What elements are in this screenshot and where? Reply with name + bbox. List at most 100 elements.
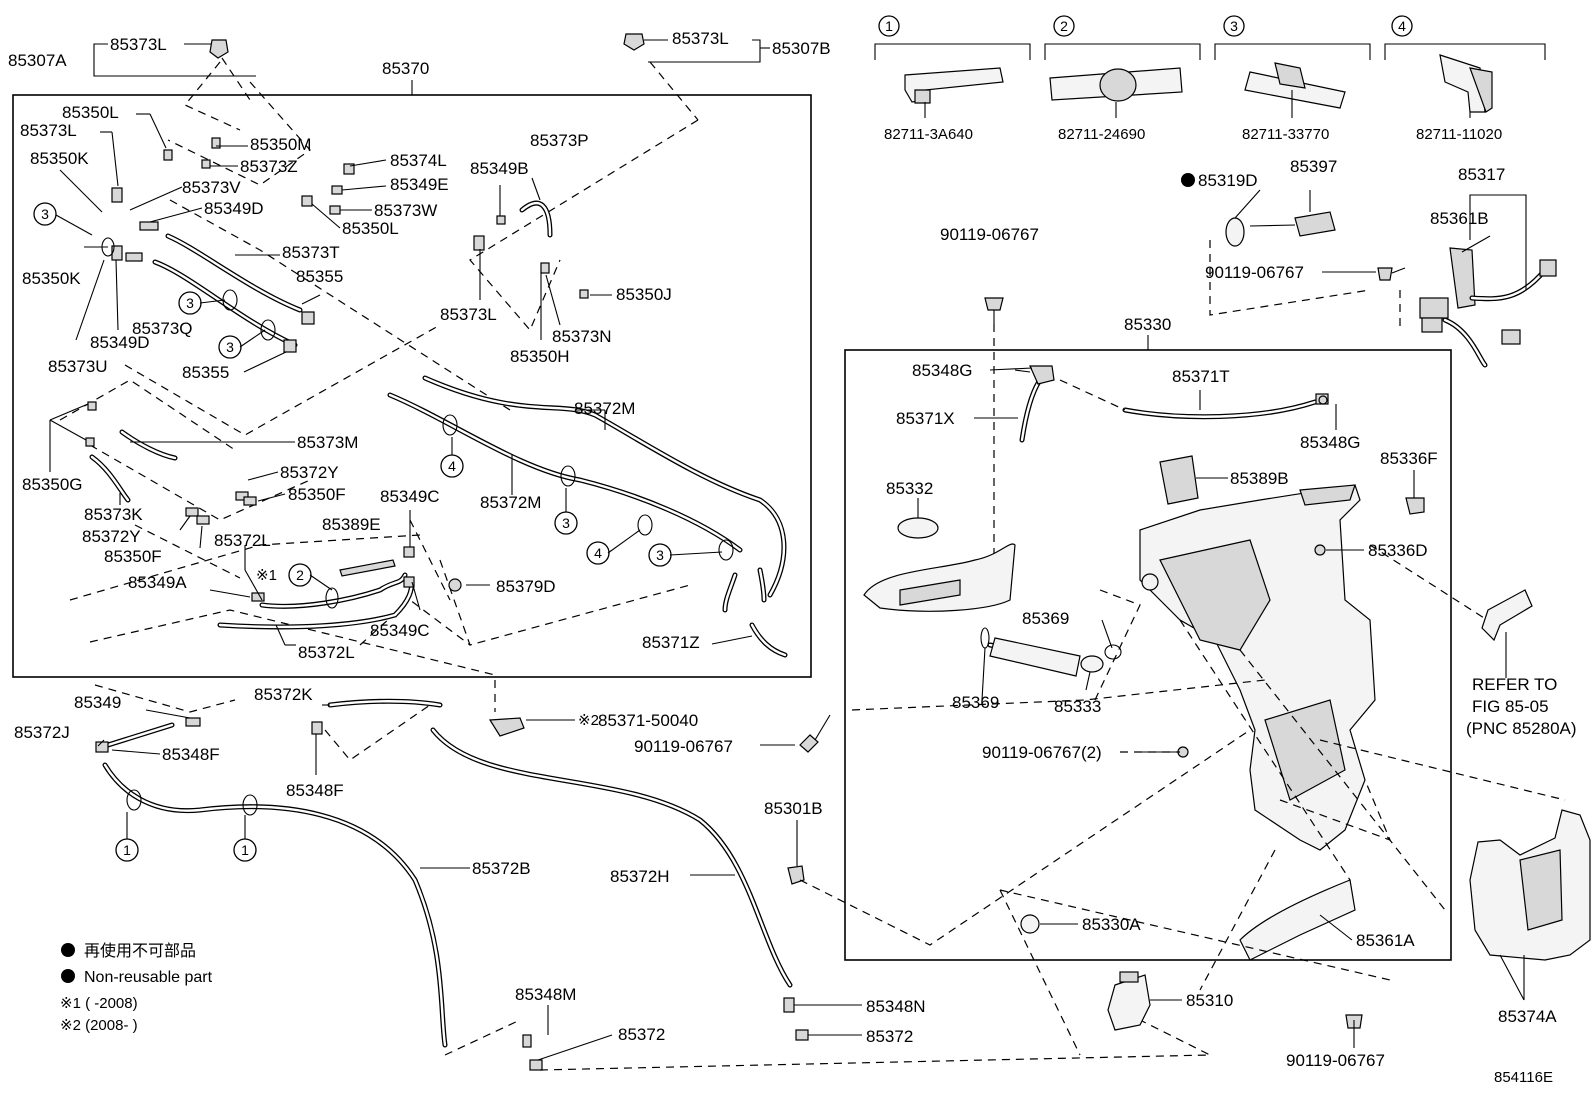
label-85350K-b: 85350K: [22, 269, 81, 288]
label-85348N: 85348N: [866, 997, 926, 1016]
nozzle-left-group: [93, 39, 256, 101]
svg-text:2: 2: [296, 567, 304, 583]
label-85332: 85332: [886, 479, 933, 498]
label-90119-c: 90119-06767: [1205, 263, 1304, 282]
leader-lines: [49, 113, 1525, 1061]
label-85371Z: 85371Z: [642, 633, 700, 652]
label-85369-a: 85369: [1022, 609, 1069, 628]
callout-circles-lower: 1 1: [115, 812, 257, 862]
clamp-rings-upper: [101, 237, 734, 609]
label-85355-a: 85355: [296, 267, 343, 286]
svg-text:4: 4: [594, 545, 602, 561]
callout-circles-upper: 3 3 3 4 3 4 3 2: [33, 202, 672, 587]
label-85389E: 85389E: [322, 515, 381, 534]
label-85373M: 85373M: [297, 433, 358, 452]
nozzle-right-group: [623, 33, 770, 121]
nozzle-85373L-right: [623, 33, 645, 51]
svg-text:4: 4: [448, 458, 456, 474]
label-85330: 85330: [1124, 315, 1171, 334]
dashed-routing-lower-left: [94, 680, 1211, 1071]
dashed-routing-tank: [799, 544, 1566, 1056]
strip-85389B: [1159, 455, 1199, 505]
label-85379D: 85379D: [496, 577, 556, 596]
label-85372Y-a: 85372Y: [280, 463, 339, 482]
bracket-refer-85280A: [1481, 589, 1533, 678]
legend-en: Non-reusable part: [84, 969, 213, 986]
label-85348F-b: 85348F: [286, 781, 344, 800]
label-85372J: 85372J: [14, 723, 70, 742]
label-85361A: 85361A: [1356, 931, 1415, 950]
label-85350H: 85350H: [510, 347, 570, 366]
label-85349C-b: 85349C: [370, 621, 430, 640]
hose-85371Z: [749, 622, 788, 658]
label-90119-d: 90119-06767(2): [982, 743, 1102, 762]
legend-jp: 再使用不可部品: [84, 942, 196, 960]
hose-85373K: [89, 454, 131, 503]
label-85307A: 85307A: [8, 51, 67, 70]
label-85389B: 85389B: [1230, 469, 1289, 488]
label-82711-24690: 82711-24690: [1058, 126, 1145, 143]
hose-85371X: [1014, 365, 1055, 443]
clip-group-headers: 1 2 3 4: [874, 15, 1546, 60]
label-85372L-b: 85372L: [298, 643, 355, 662]
legend-dot-en: [61, 969, 75, 983]
label-85372H: 85372H: [610, 867, 670, 886]
label-85373N: 85373N: [552, 327, 612, 346]
clip-82711-3A640-drawing: [904, 67, 1004, 118]
label-85317: 85317: [1458, 165, 1505, 184]
label-85350F-a: 85350F: [288, 485, 346, 504]
strip-85389E: [339, 559, 396, 577]
label-85397: 85397: [1290, 157, 1337, 176]
svg-text:2: 2: [1060, 18, 1068, 34]
clip-82711-24690-drawing: [1049, 67, 1183, 118]
label-85372-a: 85372: [618, 1025, 665, 1044]
label-85348G-a: 85348G: [912, 361, 973, 380]
label-90119-b: 90119-06767: [940, 225, 1039, 244]
label-85350L-a: 85350L: [62, 103, 119, 122]
svg-text:3: 3: [41, 206, 49, 222]
label-85349: 85349: [74, 693, 121, 712]
hose-85373T: [165, 233, 303, 313]
harness-85317: [1419, 194, 1557, 368]
svg-text:4: 4: [1398, 18, 1406, 34]
label-note-mark2: ※2: [578, 712, 599, 729]
callout-circle-2: [1053, 15, 1075, 37]
hose-tails-right: [722, 567, 767, 613]
hose-85372L-upper: [217, 572, 415, 630]
hose-85373Q: [152, 259, 298, 348]
label-85355-b: 85355: [182, 363, 229, 382]
cap-85330A: [1020, 914, 1040, 934]
label-refer-2: FIG 85-05: [1472, 697, 1549, 716]
hose-85373M: [119, 429, 178, 461]
legend-note2: ※2 (2008- ): [60, 1017, 138, 1034]
label-85350J: 85350J: [616, 285, 672, 304]
legend-note1: ※1 ( -2008): [60, 995, 138, 1012]
svg-text:3: 3: [226, 339, 234, 355]
label-85319D: 85319D: [1198, 171, 1258, 190]
cover-85374A: [1469, 809, 1591, 961]
svg-text:1: 1: [241, 842, 249, 858]
label-85350G: 85350G: [22, 475, 83, 494]
hose-85372H: [430, 727, 793, 988]
label-85310: 85310: [1186, 991, 1233, 1010]
bolt-90119-left: [799, 714, 831, 753]
connectors-lower-left: [95, 717, 809, 1071]
hose-85372J: [105, 722, 175, 748]
label-82711-3A640: 82711-3A640: [884, 126, 973, 143]
label-85369-b: 85369: [952, 693, 999, 712]
label-85333: 85333: [1054, 697, 1101, 716]
grommet-85319D: [1225, 217, 1245, 247]
label-85373P: 85373P: [530, 131, 589, 150]
label-85374A: 85374A: [1498, 1007, 1557, 1026]
dashed-routing-top-right: [1209, 240, 1401, 330]
label-85373V: 85373V: [182, 178, 241, 197]
label-82711-33770: 82711-33770: [1242, 126, 1329, 143]
svg-text:3: 3: [562, 515, 570, 531]
pump-85310: [1107, 971, 1151, 1031]
svg-text:1: 1: [123, 842, 131, 858]
hose-85372B: [102, 762, 448, 1048]
hose-85373P: [519, 200, 553, 238]
label-85348F-a: 85348F: [162, 745, 220, 764]
label-85348G-b: 85348G: [1300, 433, 1361, 452]
